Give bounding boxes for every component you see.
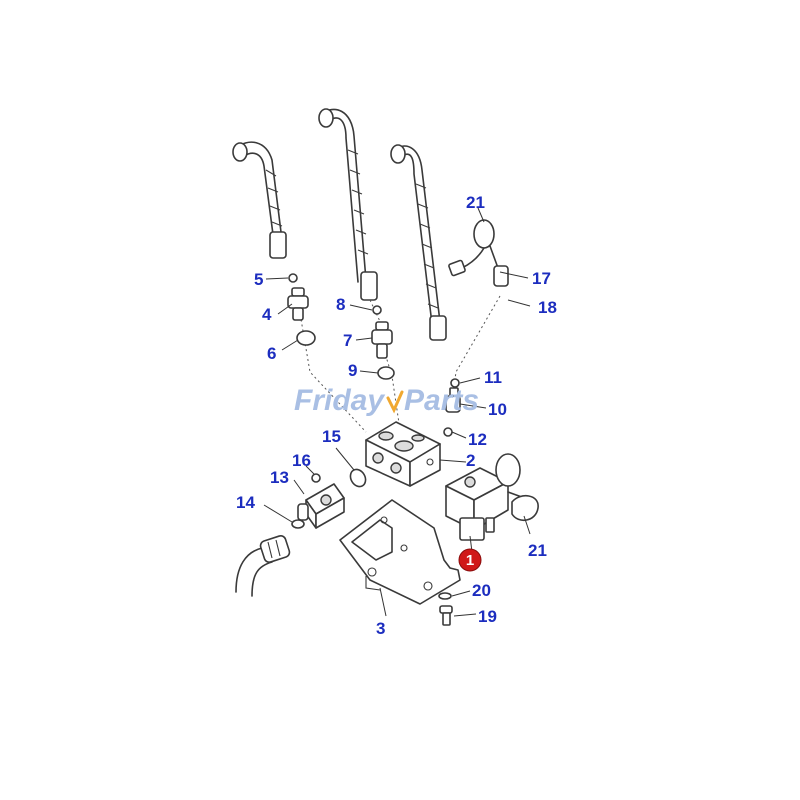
fitting-4 — [287, 287, 309, 321]
hose-right — [390, 144, 447, 341]
label-9: 9 — [348, 361, 357, 380]
watermark-friday: Friday — [294, 384, 385, 417]
o-ring-15 — [349, 468, 367, 488]
label-5: 5 — [254, 270, 263, 289]
o-ring-9 — [377, 366, 395, 380]
label-18: 18 — [538, 298, 557, 317]
o-ring-8 — [372, 305, 382, 315]
label-10: 10 — [488, 400, 507, 419]
bracket-3 — [339, 499, 461, 605]
label-6: 6 — [267, 344, 276, 363]
washer-20 — [438, 592, 452, 600]
label-17: 17 — [532, 269, 551, 288]
svg-text:1: 1 — [466, 552, 474, 569]
o-ring-5 — [288, 273, 298, 283]
sensor-wire-harness — [448, 219, 509, 287]
label-3: 3 — [376, 619, 385, 638]
assembly-line-2 — [383, 349, 401, 431]
highlight-badge-1: 1 — [458, 548, 482, 572]
part-labels: 21 17 18 5 4 6 8 7 9 11 10 12 15 16 13 1… — [236, 193, 557, 638]
solenoid-unit-1 — [445, 453, 539, 541]
label-7: 7 — [343, 331, 352, 350]
label-21-right: 21 — [528, 541, 547, 560]
fitting-7 — [371, 321, 393, 359]
label-14: 14 — [236, 493, 255, 512]
label-4: 4 — [262, 305, 272, 324]
hose-middle — [318, 108, 378, 301]
label-12: 12 — [468, 430, 487, 449]
o-ring-12 — [443, 427, 453, 437]
label-19: 19 — [478, 607, 497, 626]
solenoid-valve-13 — [297, 483, 345, 529]
label-21-top: 21 — [466, 193, 485, 212]
o-ring-14 — [291, 519, 305, 529]
watermark: Friday Parts — [294, 384, 479, 417]
label-15: 15 — [322, 427, 341, 446]
o-ring-11 — [450, 378, 460, 388]
bolt-19 — [439, 605, 453, 626]
label-20: 20 — [472, 581, 491, 600]
label-2: 2 — [466, 451, 475, 470]
hose-left — [232, 141, 287, 259]
label-8: 8 — [336, 295, 345, 314]
assembly-line-4 — [369, 299, 385, 331]
o-ring-6 — [296, 330, 316, 346]
label-11: 11 — [484, 368, 502, 387]
label-13: 13 — [270, 468, 289, 487]
o-ring-16 — [311, 473, 321, 483]
valve-block-2 — [365, 421, 441, 487]
label-16: 16 — [292, 451, 311, 470]
watermark-parts: Parts — [404, 384, 479, 417]
pipe-14 — [235, 535, 291, 597]
